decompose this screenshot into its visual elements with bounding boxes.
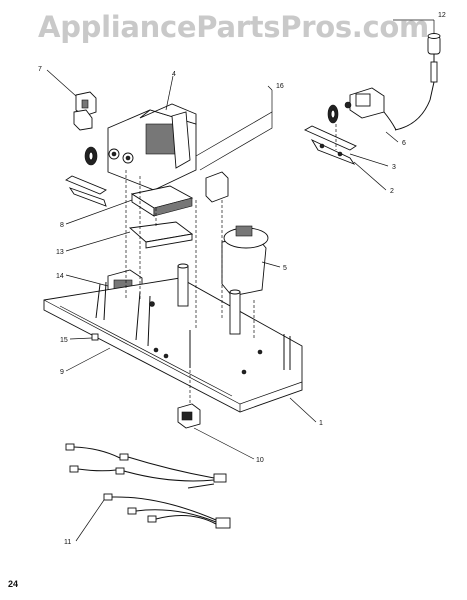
- callout-4: 4: [172, 71, 176, 78]
- callout-12: 12: [438, 12, 446, 19]
- part-1-base-chassis: [43, 263, 303, 413]
- left-rail-bracket: [65, 175, 107, 207]
- part-8-pad: [130, 185, 194, 217]
- callout-labels: 7 4 12 16 6 3 2 8 13 5 14 15 9 1 10 11: [38, 12, 446, 546]
- part-4-transformer: [107, 103, 197, 191]
- callout-15: 15: [60, 337, 68, 344]
- callout-5: 5: [283, 265, 287, 272]
- callout-7: 7: [38, 66, 42, 73]
- page-number: 24: [8, 579, 19, 589]
- part-13-clip: [128, 221, 194, 249]
- left-gear: [84, 146, 98, 166]
- part-6-motor: [344, 87, 397, 131]
- part-16-panel: [195, 90, 273, 171]
- spacer-block: [205, 171, 229, 203]
- callout-8: 8: [60, 222, 64, 229]
- part-3-gear: [327, 104, 339, 124]
- part-7-block: [73, 91, 97, 131]
- callout-13: 13: [56, 249, 64, 256]
- alignment-lines: [125, 124, 337, 404]
- callout-10: 10: [256, 457, 264, 464]
- callout-9: 9: [60, 369, 64, 376]
- part-5-cam-switch: [221, 225, 269, 297]
- part-11-wire-harness: [65, 443, 231, 529]
- callout-11: 11: [64, 539, 71, 546]
- part-10-switch: [177, 403, 201, 429]
- part-2-bracket: [304, 125, 357, 165]
- callout-3: 3: [392, 164, 396, 171]
- watermark: AppliancePartsPros.com: [38, 10, 429, 44]
- callout-1: 1: [319, 420, 323, 427]
- callout-14: 14: [56, 273, 64, 280]
- callout-6: 6: [402, 140, 406, 147]
- callout-16: 16: [276, 83, 284, 90]
- part-12-thermal-fuse: [394, 33, 441, 131]
- callout-2: 2: [390, 188, 394, 195]
- part-15-small-square: [91, 333, 99, 341]
- leader-lines: [46, 19, 435, 542]
